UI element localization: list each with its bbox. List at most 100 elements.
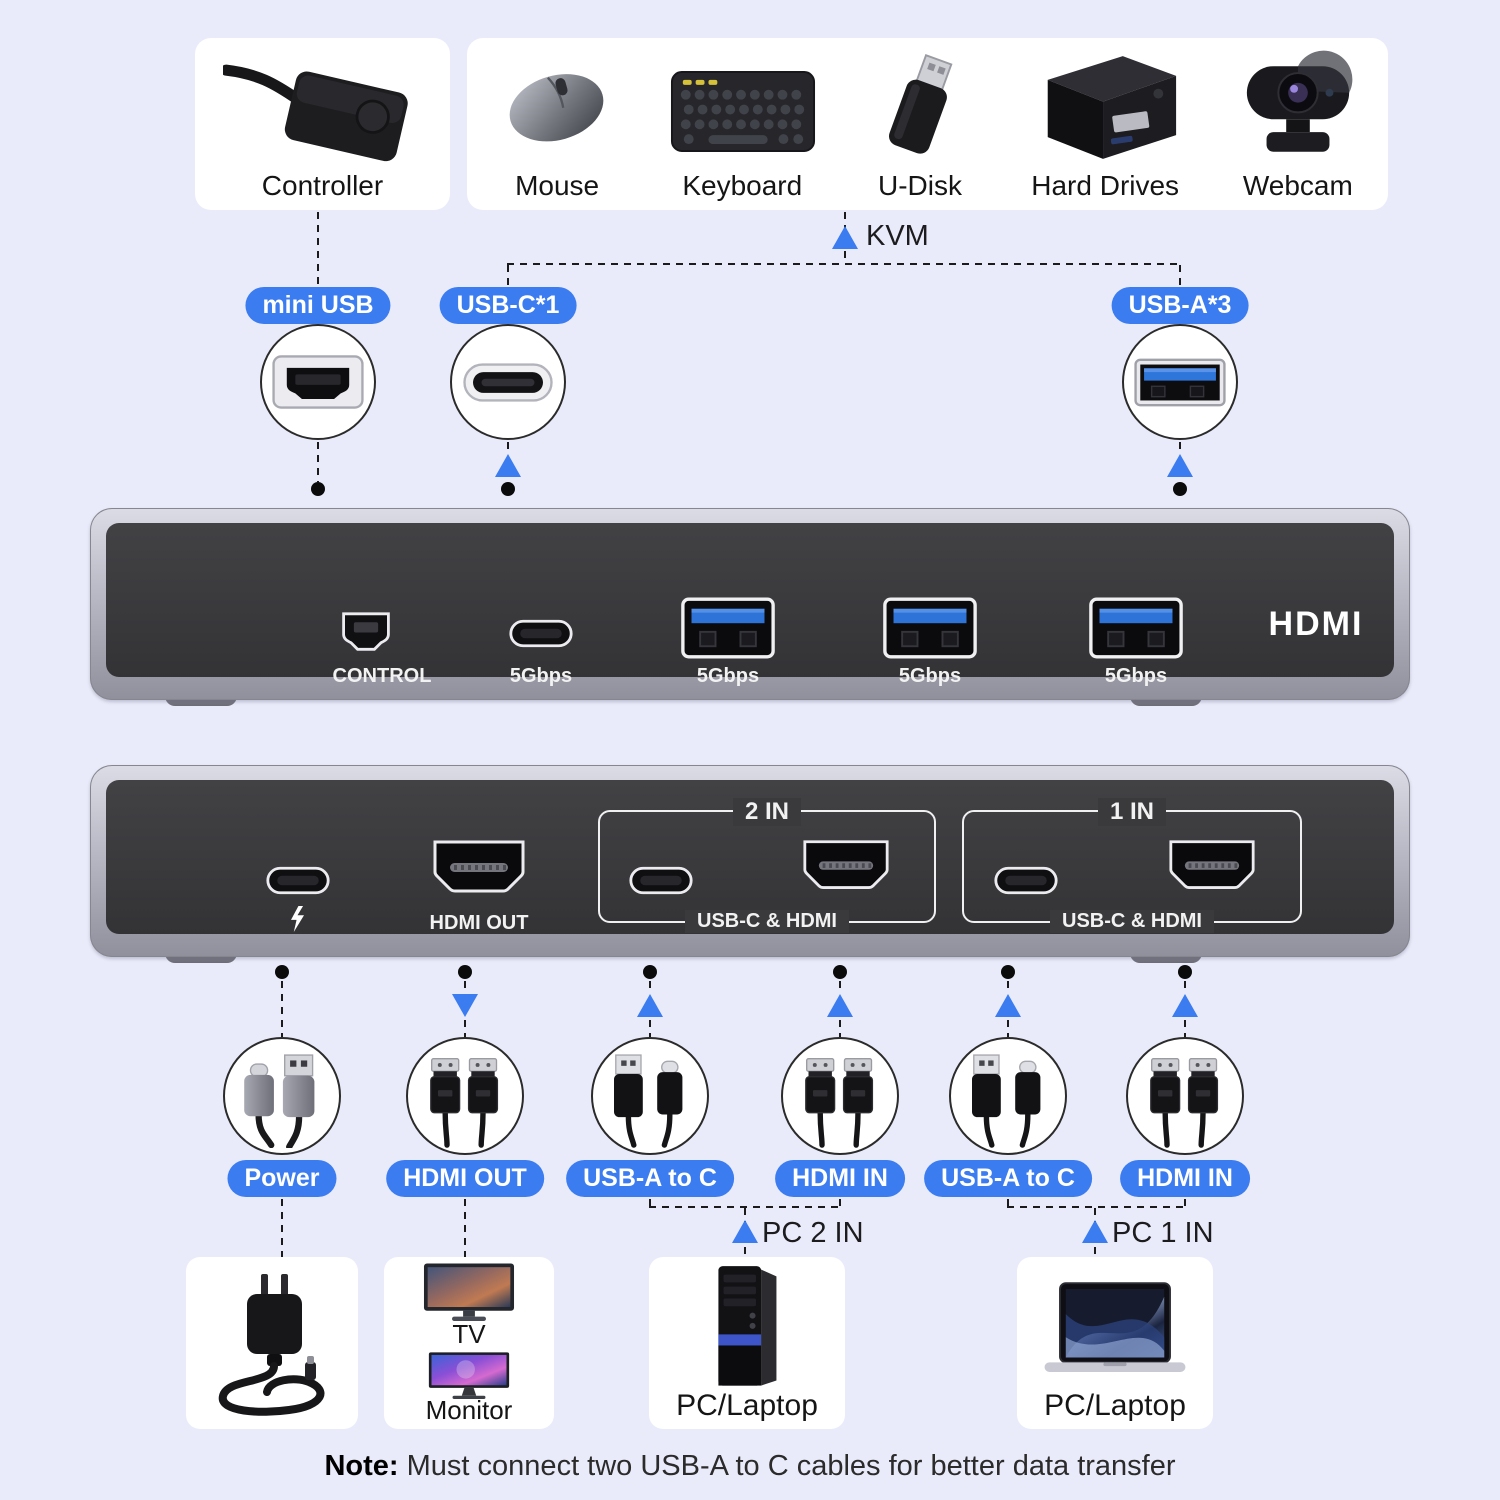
dashed-line: [464, 981, 466, 993]
hard-drives-label: Hard Drives: [1031, 170, 1180, 201]
power-tag: Power: [227, 1160, 337, 1197]
hdmi-out-port-icon: [429, 838, 529, 900]
hdmi-out-port-label: HDMI OUT: [429, 912, 529, 934]
kvm-arrow-up-icon: [832, 226, 858, 249]
usb-a-5gbps-port-icon: [882, 596, 978, 660]
pc2-group-title: 2 IN: [732, 798, 802, 826]
usb-a-port-icon: [1128, 352, 1232, 413]
usb-a-5gbps-port-icon: [1088, 596, 1184, 660]
connection-dot: [501, 482, 515, 496]
usb-a-to-c-cable-photo: [949, 1037, 1067, 1155]
pc1-group-title: 1 IN: [1097, 798, 1167, 826]
tv-label: TV: [452, 1319, 486, 1349]
power-adapter-icon: [197, 1265, 347, 1417]
pc2-usb-c-port-icon: [628, 865, 694, 896]
usb-c-port-label: 5Gbps: [509, 665, 573, 687]
pc1-usb-c-port-icon: [993, 865, 1059, 896]
tv-icon: [404, 1262, 534, 1324]
dashed-line: [649, 1199, 651, 1208]
mouse-icon: [491, 60, 621, 152]
pc2-hdmi-port-icon: [799, 838, 893, 896]
rear-panel-face: HDMI OUT 2 IN USB-C & HDMI 1 IN USB-C & …: [106, 780, 1394, 934]
dashed-line: [839, 981, 841, 993]
dashed-line: [281, 1199, 283, 1257]
dashed-line: [839, 1199, 841, 1208]
usb-c-port-icon: [456, 354, 560, 411]
keyboard-icon: [669, 64, 817, 158]
kvm-rear-panel: HDMI OUT 2 IN USB-C & HDMI 1 IN USB-C & …: [90, 765, 1410, 957]
usb-a-to-c-cable-photo: [591, 1037, 709, 1155]
controller-card: Controller: [195, 38, 450, 210]
connection-dot: [833, 965, 847, 979]
pc2-device-label: PC/Laptop: [676, 1389, 818, 1422]
pc1-device-card: PC/Laptop: [1017, 1257, 1213, 1429]
udisk-label: U-Disk: [877, 170, 962, 201]
keyboard-label: Keyboard: [682, 170, 803, 201]
pc2-group-caption: USB-C & HDMI: [685, 910, 849, 933]
desktop-tower-icon: [704, 1261, 790, 1389]
usb-a-port-label: 5Gbps: [1104, 665, 1168, 687]
dashed-line: [1184, 1020, 1186, 1037]
peripheral-udisk: U-Disk: [845, 38, 995, 210]
dashed-line: [507, 442, 509, 454]
power-adapter-card: [186, 1257, 358, 1429]
mini-usb-port-photo: [260, 324, 376, 440]
usb-a-tag: USB-A*3: [1111, 287, 1249, 324]
dashed-line: [1184, 981, 1186, 993]
power-usb-c-port-icon: [265, 865, 331, 896]
usb-a-port-photo: [1122, 324, 1238, 440]
connection-dot: [643, 965, 657, 979]
pc1-device-label: PC/Laptop: [1044, 1389, 1186, 1422]
kvm-label: KVM: [866, 220, 929, 252]
note-text: Note: Must connect two USB-A to C cables…: [0, 1450, 1500, 1483]
arrow-up-icon: [1172, 994, 1198, 1017]
hdmi-logo: HDMI: [1268, 605, 1364, 643]
arrow-up-icon: [495, 454, 521, 477]
peripheral-mouse: Mouse: [475, 38, 640, 210]
connection-dot: [458, 965, 472, 979]
kvm-front-panel: CONTROL 5Gbps 5Gbps 5Gbps 5Gbps HDMI: [90, 508, 1410, 700]
hdmi-out-cable-photo: [406, 1037, 524, 1155]
dashed-line: [839, 1020, 841, 1037]
usb-a-5gbps-port-icon: [680, 596, 776, 660]
usb-a-to-c-tag: USB-A to C: [566, 1160, 734, 1197]
power-cable-icon: [228, 1044, 336, 1148]
connection-dot: [311, 482, 325, 496]
pc2-arrow-up-icon: [732, 1220, 758, 1243]
dashed-line: [464, 1020, 466, 1037]
hdmi-in-cable-photo: [781, 1037, 899, 1155]
pc2-in-label: PC 2 IN: [762, 1217, 864, 1249]
dashed-line: [317, 442, 319, 482]
arrow-up-icon: [995, 994, 1021, 1017]
hdmi-in-cable-photo: [1126, 1037, 1244, 1155]
note-body: Must connect two USB-A to C cables for b…: [398, 1450, 1176, 1482]
control-port-label: CONTROL: [332, 665, 432, 687]
hdmi-out-tag: HDMI OUT: [386, 1160, 544, 1197]
hard-drive-icon: [1026, 50, 1184, 164]
dashed-line: [1179, 442, 1181, 454]
usb-a-port-label: 5Gbps: [696, 665, 760, 687]
dashed-line: [507, 263, 1181, 265]
lightning-bolt-icon: [290, 906, 305, 932]
webcam-icon: [1239, 50, 1357, 164]
peripheral-webcam: Webcam: [1215, 38, 1380, 210]
dashed-line: [317, 212, 319, 286]
usb-flash-drive-icon: [873, 50, 969, 162]
usb-a-port-label: 5Gbps: [898, 665, 962, 687]
usb-a-to-c-tag: USB-A to C: [924, 1160, 1092, 1197]
usb-c-5gbps-port-icon: [508, 618, 574, 649]
peripheral-hard-drives: Hard Drives: [1010, 38, 1200, 210]
dashed-line: [1007, 1206, 1186, 1208]
power-cable-photo: [223, 1037, 341, 1155]
dashed-line: [1184, 1199, 1186, 1208]
mini-usb-tag: mini USB: [245, 287, 391, 324]
dashed-line: [1007, 1020, 1009, 1037]
connection-dot: [275, 965, 289, 979]
usb-a-to-c-cable-icon: [596, 1044, 704, 1148]
connection-dot: [1173, 482, 1187, 496]
dashed-line: [1007, 1199, 1009, 1208]
connection-dot: [1001, 965, 1015, 979]
hdmi-in-tag: HDMI IN: [1120, 1160, 1250, 1197]
pc1-arrow-up-icon: [1082, 1220, 1108, 1243]
